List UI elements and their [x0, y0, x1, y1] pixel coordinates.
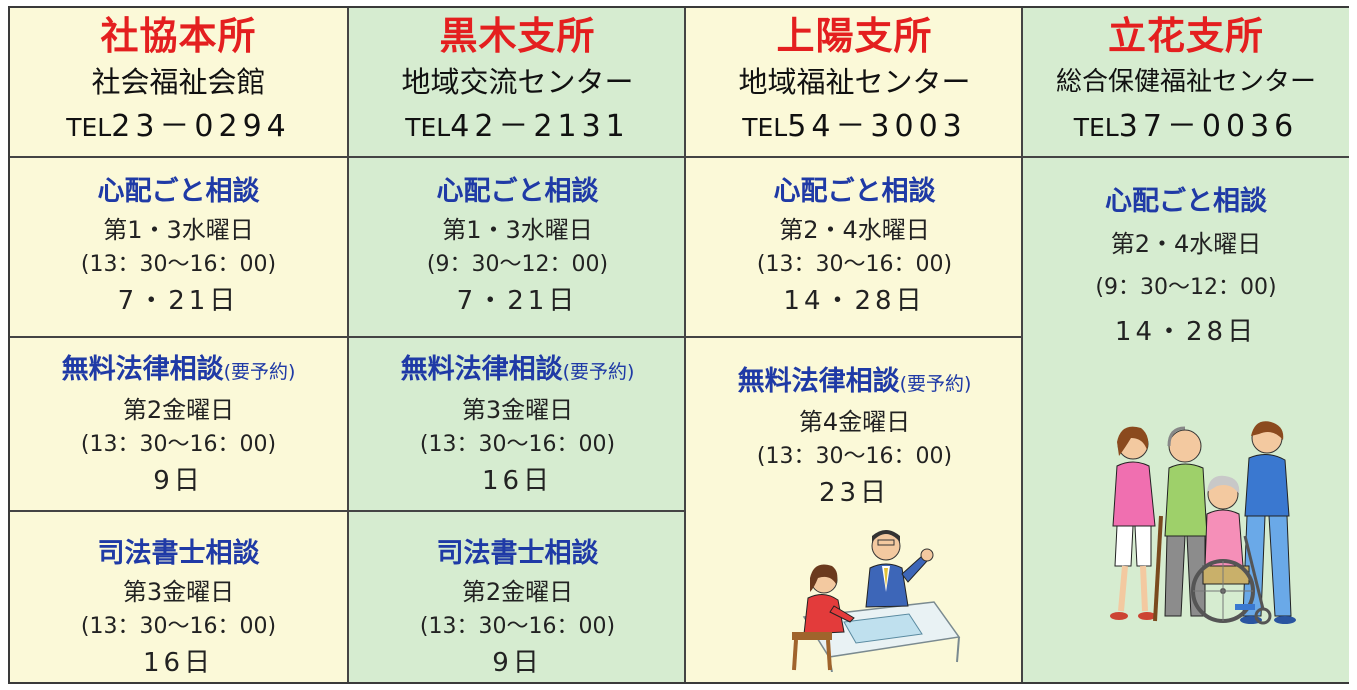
- family-wheelchair-illustration: [1110, 421, 1296, 625]
- service-time: (13：30～16：00): [419, 614, 616, 639]
- office-facility: 地域福祉センター: [738, 65, 971, 99]
- office-name: 立花支所: [1107, 14, 1264, 58]
- office-header: 黒木支所 地域交流センター TEL42－2131: [349, 8, 686, 158]
- office-column-joyo: 上陽支所 地域福祉センター TEL54－3003 心配ごと相談 第2・4水曜日 …: [684, 8, 1023, 682]
- service-time: (9：30～12：00): [1095, 275, 1277, 300]
- service-time: (13：30～16：00): [419, 432, 616, 457]
- tel-label: TEL: [66, 113, 112, 142]
- office-column-honsho: 社協本所 社会福祉会館 TEL23－0294 心配ごと相談 第1・3水曜日 (1…: [10, 8, 347, 682]
- office-column-kurogi: 黒木支所 地域交流センター TEL42－2131 心配ごと相談 第1・3水曜日 …: [347, 8, 686, 682]
- service-time: (13：30～16：00): [80, 614, 277, 639]
- service-time: (13：30～16：00): [756, 252, 953, 277]
- service-day: 第2・4水曜日: [1110, 230, 1262, 258]
- service-dates: 16日: [481, 466, 554, 496]
- office-phone: TEL42－2131: [349, 104, 686, 151]
- service-cell: 司法書士相談 第3金曜日 (13：30～16：00) 16日: [10, 512, 347, 682]
- service-title: 司法書士相談: [97, 538, 260, 569]
- office-facility: 総合保健福祉センター: [1055, 67, 1316, 97]
- service-time: (13：30～16：00): [80, 432, 277, 457]
- service-cell: 無料法律相談(要予約) 第3金曜日 (13：30～16：00) 16日: [349, 338, 686, 512]
- service-day: 第1・3水曜日: [442, 216, 593, 244]
- service-title-text: 無料法律相談: [61, 354, 224, 385]
- service-title: 無料法律相談(要予約): [686, 362, 1023, 404]
- service-title: 心配ごと相談: [97, 176, 260, 207]
- service-title: 心配ごと相談: [1105, 186, 1267, 217]
- consultation-illustration: [792, 530, 961, 672]
- service-time: (13：30～16：00): [756, 444, 953, 469]
- office-facility: 地域交流センター: [401, 65, 634, 99]
- service-dates: 7・21日: [456, 286, 579, 316]
- service-dates: 23日: [818, 478, 891, 508]
- service-title: 司法書士相談: [436, 538, 599, 569]
- service-cell: 無料法律相談(要予約) 第2金曜日 (13：30～16：00) 9日: [10, 338, 347, 512]
- service-dates: 9日: [153, 466, 204, 496]
- service-dates: 14・28日: [1114, 317, 1258, 347]
- service-title: 心配ごと相談: [436, 176, 599, 207]
- office-header: 上陽支所 地域福祉センター TEL54－3003: [686, 8, 1023, 158]
- service-title-text: 無料法律相談: [737, 366, 900, 397]
- office-facility: 社会福祉会館: [91, 65, 266, 99]
- service-note: (要予約): [223, 361, 296, 383]
- service-day: 第2金曜日: [461, 578, 574, 606]
- consultation-schedule-table: 社協本所 社会福祉会館 TEL23－0294 心配ごと相談 第1・3水曜日 (1…: [8, 6, 1349, 684]
- tel-number: 54－3003: [787, 109, 967, 144]
- tel-number: 37－0036: [1118, 109, 1299, 144]
- office-column-tachibana: 立花支所 総合保健福祉センター TEL37－0036 心配ごと相談 第2・4水曜…: [1021, 8, 1349, 682]
- service-cell: 心配ごと相談 第1・3水曜日 (9：30～12：00) 7・21日: [349, 158, 686, 338]
- office-phone: TEL23－0294: [10, 104, 347, 151]
- service-day: 第2金曜日: [122, 396, 235, 424]
- tel-number: 42－2131: [450, 109, 630, 144]
- tel-label: TEL: [742, 113, 788, 142]
- service-dates: 16日: [142, 648, 215, 678]
- service-time: (13：30～16：00): [80, 252, 277, 277]
- service-cell: 無料法律相談(要予約) 第4金曜日 (13：30～16：00) 23日: [686, 338, 1023, 682]
- service-day: 第2・4水曜日: [779, 216, 930, 244]
- office-name: 黒木支所: [439, 14, 596, 58]
- service-note: (要予約): [562, 361, 635, 383]
- service-cell: 心配ごと相談 第1・3水曜日 (13：30～16：00) 7・21日: [10, 158, 347, 338]
- service-cell: 心配ごと相談 第2・4水曜日 (9：30～12：00) 14・28日: [1023, 158, 1349, 682]
- tel-label: TEL: [405, 113, 451, 142]
- service-cell: 司法書士相談 第2金曜日 (13：30～16：00) 9日: [349, 512, 686, 682]
- office-phone: TEL37－0036: [1023, 104, 1349, 151]
- service-dates: 14・28日: [783, 286, 926, 316]
- service-time: (9：30～12：00): [426, 252, 609, 277]
- service-dates: 9日: [492, 648, 543, 678]
- office-name: 社協本所: [100, 14, 257, 58]
- service-title: 無料法律相談(要予約): [10, 350, 347, 392]
- service-note: (要予約): [899, 373, 972, 395]
- office-phone: TEL54－3003: [686, 104, 1023, 151]
- office-name: 上陽支所: [776, 14, 933, 58]
- service-title: 心配ごと相談: [773, 176, 936, 207]
- office-header: 立花支所 総合保健福祉センター TEL37－0036: [1023, 8, 1349, 158]
- service-day: 第4金曜日: [798, 408, 911, 436]
- service-title-text: 無料法律相談: [400, 354, 563, 385]
- service-title: 無料法律相談(要予約): [349, 350, 686, 392]
- service-day: 第3金曜日: [122, 578, 235, 606]
- service-day: 第3金曜日: [461, 396, 574, 424]
- tel-number: 23－0294: [111, 109, 291, 144]
- service-cell: 心配ごと相談 第2・4水曜日 (13：30～16：00) 14・28日: [686, 158, 1023, 338]
- tel-label: TEL: [1073, 113, 1119, 142]
- service-day: 第1・3水曜日: [103, 216, 254, 244]
- service-dates: 7・21日: [117, 286, 240, 316]
- office-header: 社協本所 社会福祉会館 TEL23－0294: [10, 8, 347, 158]
